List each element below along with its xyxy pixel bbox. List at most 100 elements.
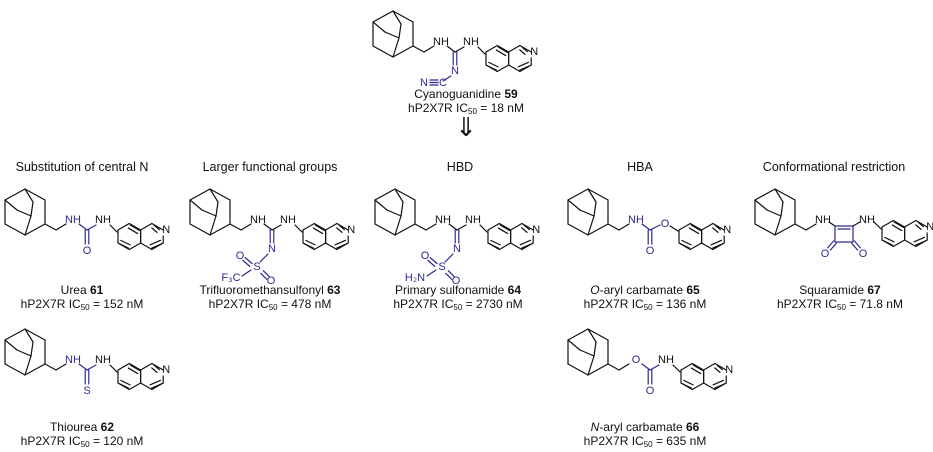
bond (263, 223, 273, 231)
bond (229, 223, 242, 231)
compound-name: -aryl carbamate (599, 283, 687, 297)
compound-name-italic: O (590, 283, 600, 297)
bond (384, 31, 400, 39)
bond (688, 227, 700, 235)
bond (579, 209, 595, 217)
bond (519, 65, 531, 71)
bond (827, 240, 835, 249)
compound-number: 67 (867, 283, 881, 297)
bond (336, 222, 349, 231)
bond (508, 64, 521, 73)
compound-name: Primary sulfonamide (394, 283, 508, 297)
amine-nh: NH (658, 354, 674, 366)
bond (189, 188, 211, 201)
bond (128, 242, 142, 251)
compound-name: Urea (60, 283, 90, 297)
thione-s: S (83, 385, 90, 397)
quinoline-n: N (347, 224, 355, 236)
sulfonamide-nh2: H₂N (405, 272, 425, 284)
activity-sub: 50 (643, 303, 653, 312)
bond (891, 224, 903, 232)
bond (567, 199, 581, 211)
compound-number: 62 (100, 420, 115, 434)
bond (400, 201, 404, 217)
bond (394, 188, 404, 203)
bond (423, 45, 435, 53)
bond (312, 227, 324, 235)
amine-nh: NH (95, 354, 111, 366)
bond (4, 339, 18, 351)
bond (496, 44, 510, 53)
bond (55, 223, 67, 231)
bond (488, 61, 499, 68)
bond (882, 240, 894, 246)
bond (30, 201, 34, 217)
cyano-c: C (439, 77, 447, 89)
lead-compound-label: Cyanoguanidine 59 hP2X7R IC50 = 18 nM (408, 87, 524, 119)
bond (593, 341, 597, 357)
bond (521, 227, 528, 233)
bond (109, 364, 118, 373)
bond (149, 239, 162, 246)
bond (794, 223, 807, 231)
compound-label-64: Primary sulfonamide 64 hP2X7R IC50 = 273… (393, 283, 522, 315)
bond (444, 253, 454, 263)
bond (587, 188, 609, 201)
bond (78, 363, 88, 371)
compound-label-67: Squaramide 67 hP2X7R IC50 = 71.8 nM (777, 283, 903, 315)
activity-sub: 50 (268, 303, 278, 312)
ester-o: O (661, 218, 670, 230)
squaramide-nh: NH (815, 214, 831, 226)
activity-value: = 136 nM (652, 297, 707, 311)
activity-prefix: hP2X7R IC (20, 434, 81, 448)
bond (128, 382, 142, 391)
bond (242, 259, 251, 267)
compound-label-62: Thiourea 62 hP2X7R IC50 = 120 nM (21, 420, 144, 452)
bond (679, 243, 691, 249)
bond (517, 61, 530, 68)
imine-n: N (451, 65, 459, 77)
bond (485, 44, 498, 53)
guanidine-nh: NH (463, 36, 479, 48)
activity-value: = 71.8 nM (845, 297, 903, 311)
bond (30, 341, 34, 357)
bond (209, 215, 217, 236)
bond (519, 49, 526, 55)
bond (372, 45, 394, 58)
bond (305, 239, 316, 246)
quinoline-n: N (162, 224, 170, 236)
bond (336, 243, 348, 249)
bond (442, 75, 452, 82)
bond (915, 219, 928, 228)
bond (701, 222, 714, 231)
bond (479, 224, 488, 233)
bond (314, 224, 326, 232)
bond (394, 188, 416, 201)
bond (302, 222, 315, 231)
bond (372, 21, 386, 33)
bond (128, 362, 142, 371)
bond (127, 227, 139, 235)
bond (497, 227, 509, 235)
activity-value: = 635 nM (652, 434, 707, 448)
bond (4, 363, 26, 376)
bond (477, 46, 486, 55)
bond (4, 188, 26, 201)
bond (649, 224, 661, 231)
bond (712, 379, 725, 386)
bond (780, 201, 784, 217)
bond (714, 224, 721, 231)
activity-value: = 152 nM (89, 297, 144, 311)
compound-number: 61 (89, 283, 104, 297)
bond (486, 65, 498, 71)
bond (24, 188, 34, 203)
compound-label-66: N-aryl carbamate 66 hP2X7R IC50 = 635 nM (584, 420, 707, 452)
bond (488, 243, 500, 249)
bond (201, 209, 217, 217)
bond (445, 272, 453, 280)
